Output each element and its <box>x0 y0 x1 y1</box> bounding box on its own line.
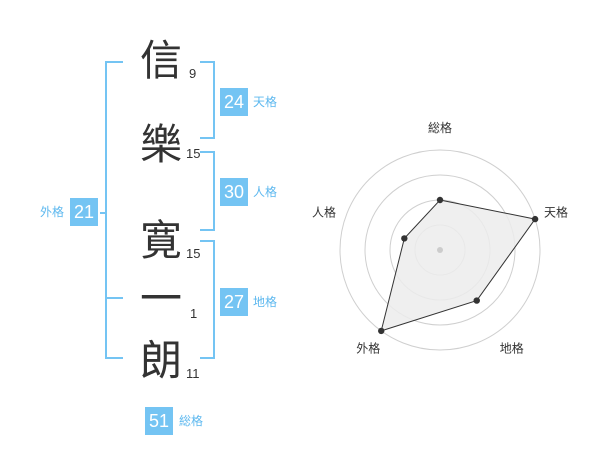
name-char-2: 樂 <box>139 120 182 169</box>
tenkaku-bracket-vertical <box>213 61 215 139</box>
jinkaku-badge: 30 <box>220 178 248 206</box>
tenkaku-label: 天格 <box>253 95 278 109</box>
name-char-3: 寛 <box>139 216 182 265</box>
tenkaku-badge: 24 <box>220 88 248 116</box>
jinkaku-bracket-vertical <box>213 151 215 231</box>
gaikaku-label: 外格 <box>40 205 65 219</box>
tenkaku-bracket-bottom <box>200 137 215 139</box>
tenkaku-bracket-top <box>200 61 215 63</box>
stroke-count-2: 15 <box>186 146 201 161</box>
chikaku-bracket-top <box>200 240 215 242</box>
jinkaku-bracket-top <box>200 151 215 153</box>
stroke-count-1: 9 <box>189 66 197 81</box>
gaikaku-badge: 21 <box>70 198 98 226</box>
name-char-5: 朗 <box>139 336 182 385</box>
gaikaku-bracket-mid <box>105 297 123 299</box>
name-char-1: 信 <box>139 36 182 85</box>
radar-center-dot <box>437 247 443 253</box>
stroke-count-5: 11 <box>186 366 200 381</box>
stroke-count-4: 1 <box>190 306 198 321</box>
radar-polygon <box>380 199 536 332</box>
radar-ring-4 <box>339 149 541 351</box>
soukaku-badge: 51 <box>145 407 173 435</box>
radar-point-2 <box>531 215 539 223</box>
gaikaku-bracket-stem <box>100 212 106 214</box>
jinkaku-label: 人格 <box>253 185 278 199</box>
chikaku-bracket-vertical <box>213 240 215 359</box>
chikaku-badge: 27 <box>220 288 248 316</box>
gaikaku-bracket-top <box>105 61 123 63</box>
radar-point-3 <box>473 297 480 304</box>
name-char-4: 一 <box>139 274 182 323</box>
gaikaku-bracket-vertical <box>105 61 107 359</box>
radar-point-4 <box>378 327 385 335</box>
radar-point-1 <box>436 196 444 204</box>
radar-point-5 <box>401 235 408 242</box>
chikaku-bracket-bottom <box>200 357 215 359</box>
radar-axis-label-4: 外格 <box>356 341 380 356</box>
gaikaku-bracket-bottom <box>105 357 123 359</box>
radar-ring-3 <box>364 174 516 326</box>
chikaku-label: 地格 <box>253 295 278 309</box>
stroke-count-3: 15 <box>186 246 201 261</box>
radar-axis-label-2: 天格 <box>544 204 568 219</box>
radar-axis-label-3: 地格 <box>500 341 524 356</box>
radar-axis-label-5: 人格 <box>312 204 336 219</box>
jinkaku-bracket-bottom <box>200 229 215 231</box>
soukaku-label: 総格 <box>179 414 204 428</box>
radar-axis-label-1: 総格 <box>428 120 452 135</box>
